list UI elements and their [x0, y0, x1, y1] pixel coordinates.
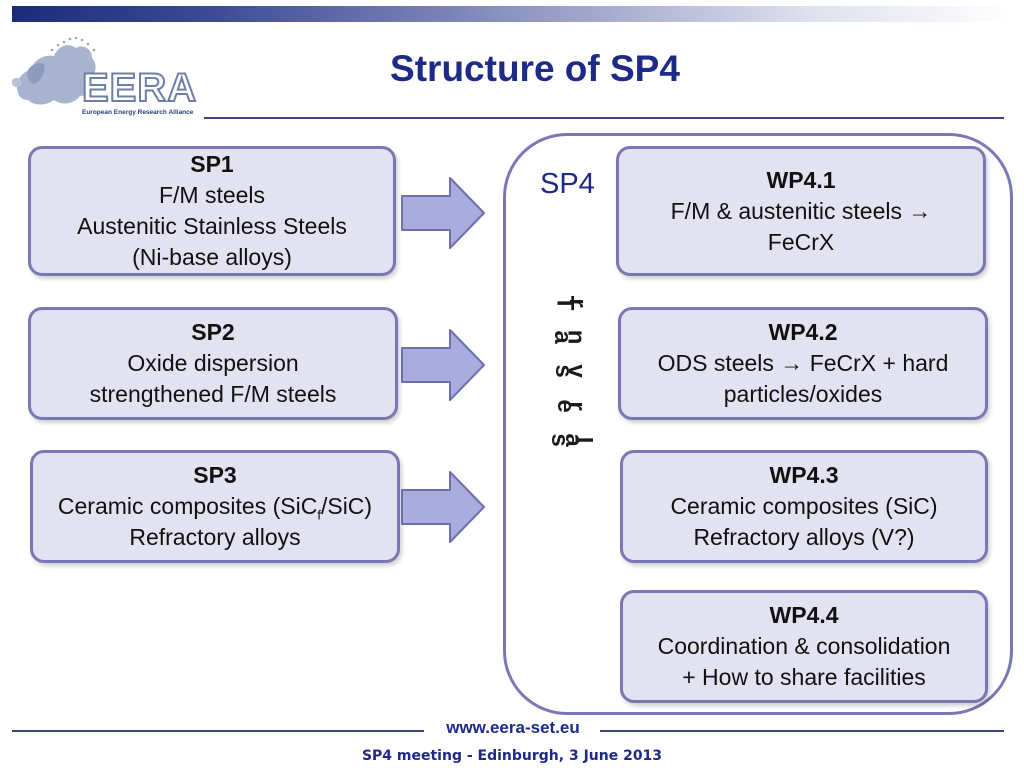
logo-wordmark: EERA — [81, 65, 198, 111]
wp4-1-line: F/M & austenitic steels → — [670, 197, 932, 224]
wp4-4-heading: WP4.4 — [769, 602, 839, 628]
footer-rule-left — [12, 730, 424, 732]
wp4-4-line: + How to share facilities — [682, 664, 926, 690]
wp4-1-heading: WP4.1 — [766, 166, 836, 193]
wp4-2-heading: WP4.2 — [768, 319, 838, 345]
wp4-4-line: Coordination & consolidation — [657, 633, 951, 659]
sp3-line-text: Ceramic composites (SiC — [57, 493, 318, 519]
sp3-box: SP3 Ceramic composites (SiCf/SiC) Refrac… — [30, 450, 400, 563]
logo-subtitle: European Energy Research Alliance — [82, 109, 194, 116]
wp4-2-box: WP4.2 ODS steels → FeCrX + hard particle… — [618, 307, 988, 420]
sp3-heading: SP3 — [193, 462, 237, 488]
sp4-group-container — [503, 133, 1013, 715]
wp4-1-box: WP4.1 F/M & austenitic steels → FeCrX — [616, 146, 986, 276]
wp4-2-line: particles/oxides — [723, 381, 883, 407]
transversal-letter: r — [562, 401, 590, 411]
wp4-3-heading: WP4.3 — [769, 462, 839, 488]
sp3-line-text: /SiC) — [320, 493, 373, 519]
sp2-box: SP2 Oxide dispersion strengthened F/M st… — [28, 307, 398, 420]
wp4-3-box: WP4.3 Ceramic composites (SiC) Refractor… — [620, 450, 988, 563]
sp1-heading: SP1 — [190, 151, 234, 177]
transversal-letter: n — [562, 329, 590, 345]
sp1-box: SP1 F/M steels Austenitic Stainless Stee… — [28, 146, 396, 276]
right-arrow-icon — [401, 329, 485, 401]
footer-event-text: SP4 meeting - Edinburgh, 3 June 2013 — [361, 748, 663, 764]
sp2-heading: SP2 — [191, 319, 235, 345]
website-link[interactable]: www.eera-set.eu — [446, 718, 580, 737]
transversal-letter: r — [563, 298, 591, 308]
sp4-label: SP4 — [540, 168, 595, 200]
transversal-letter: v — [562, 364, 590, 379]
wp4-4-box: WP4.4 Coordination & consolidation + How… — [620, 590, 988, 703]
sp2-line: Oxide dispersion — [127, 350, 299, 376]
transversal-letter: l — [569, 436, 597, 444]
right-arrow-icon — [401, 471, 485, 543]
sp1-line: F/M steels — [158, 182, 266, 208]
header-gradient-bar — [12, 6, 1012, 22]
sp1-line: (Ni-base alloys) — [132, 244, 292, 270]
wp4-2-line: ODS steels → FeCrX + hard — [657, 350, 949, 376]
transversal-label: Transversal — [546, 286, 596, 457]
page-title: Structure of SP4 — [390, 48, 680, 89]
wp4-1-line: FeCrX — [767, 228, 835, 255]
sp3-line: Ceramic composites (SiCf/SiC) — [58, 491, 372, 522]
footer-rule-right — [600, 730, 1004, 732]
sp1-line: Austenitic Stainless Steels — [77, 213, 347, 239]
title-underline — [204, 117, 1004, 119]
europe-map-icon — [12, 36, 96, 105]
wp4-3-line: Refractory alloys (V?) — [693, 524, 915, 550]
sp3-subscript: f — [317, 507, 321, 523]
right-arrow-icon — [401, 177, 485, 249]
wp4-3-line: Ceramic composites (SiC) — [670, 493, 938, 519]
sp3-line: Refractory alloys — [129, 524, 301, 550]
sp2-line: strengthened F/M steels — [89, 381, 337, 407]
eera-logo: EERA European Energy Research Alliance — [4, 30, 204, 122]
